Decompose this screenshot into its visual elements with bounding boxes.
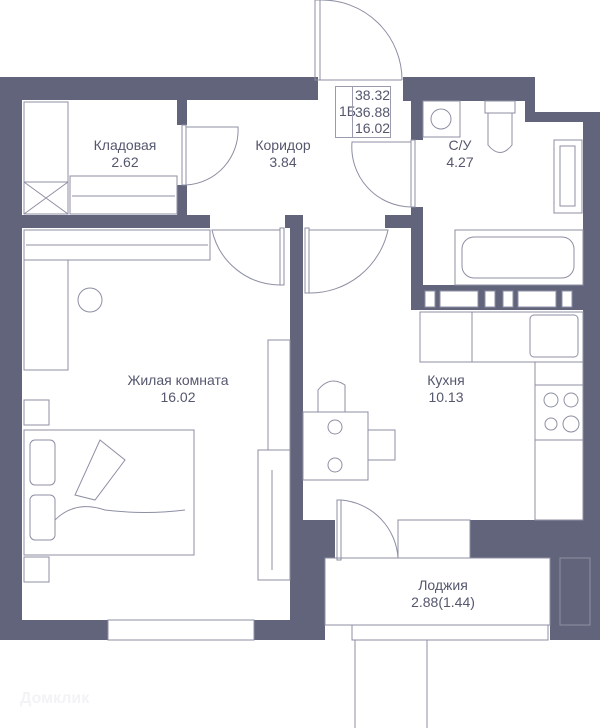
room-name: С/У	[448, 137, 472, 153]
room-area: 10.13	[428, 389, 464, 405]
room-corridor: Коридор 3.84	[255, 137, 310, 171]
room-area: 16.02	[160, 389, 196, 405]
watermark-logo: Домклик	[20, 690, 90, 707]
room-name: Коридор	[255, 137, 311, 153]
room-storage: Кладовая 2.62	[94, 137, 157, 171]
room-loggia: Лоджия 2.88(1.44)	[411, 577, 475, 611]
total-area: 38.32	[355, 87, 391, 103]
apartment-info-box: 1Б 38.32 36.88 16.02	[335, 86, 391, 138]
room-name: Кухня	[427, 372, 465, 388]
room-area: 2.88(1.44)	[411, 594, 475, 610]
room-area: 3.84	[269, 154, 297, 170]
room-area: 2.62	[111, 154, 139, 170]
living-area: 16.02	[355, 120, 391, 136]
room-bathroom: С/У 4.27	[446, 137, 473, 171]
room-name: Кладовая	[93, 137, 157, 153]
fixtures	[23, 0, 591, 728]
apartment-type-code: 1Б	[339, 103, 356, 119]
room-living: Жилая комната 16.02	[127, 372, 228, 406]
room-name: Лоджия	[418, 577, 468, 593]
room-kitchen: Кухня 10.13	[427, 372, 464, 406]
room-area: 4.27	[446, 154, 474, 170]
room-name: Жилая комната	[127, 372, 229, 388]
area-without-loggia: 36.88	[355, 103, 391, 120]
bath-shafts	[424, 290, 573, 308]
